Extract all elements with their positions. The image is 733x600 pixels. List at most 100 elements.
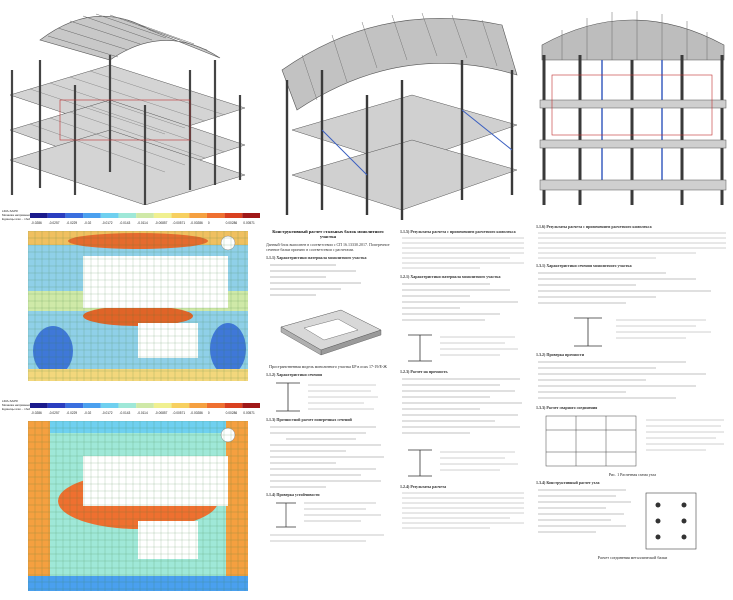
scale-label: 0 xyxy=(208,411,210,415)
scale-label: -0.0257 xyxy=(49,411,60,415)
scale-label: -0.0172 xyxy=(102,411,113,415)
scale-label: -0.00571 xyxy=(173,411,186,415)
structural-frame-left xyxy=(9,13,246,205)
structural-frame-right xyxy=(539,11,727,205)
scale-swatch xyxy=(206,403,225,408)
color-scale-bottom: -0.0286-0.0257-0.0229-0.02-0.0172-0.0143… xyxy=(30,403,260,415)
scale-label: -0.00857 xyxy=(155,411,168,415)
scale-swatch xyxy=(206,213,225,218)
render-3d-right xyxy=(532,0,733,220)
fe-stress-plot-top: LIRA-SAPR Мозаика напряжений Единицы изм… xyxy=(0,205,262,395)
i-beam-section xyxy=(408,334,518,362)
formula-block xyxy=(270,264,361,296)
text-block xyxy=(402,237,524,269)
fe-legend-bottom: LIRA-SAPR Мозаика напряжений Единицы изм… xyxy=(2,399,32,411)
doc-section-heading: 1.2.4) Результаты расчета xyxy=(400,484,447,489)
scale-swatch xyxy=(136,213,154,218)
scale-label: 0.00286 xyxy=(226,221,238,225)
doc-section-heading: 1.3.3) Расчет сварного соединения xyxy=(536,405,598,410)
figure-caption: Расчет соединения металлической балки xyxy=(597,555,668,560)
scale-swatch xyxy=(30,403,48,408)
scale-swatch xyxy=(224,213,243,218)
formula-block xyxy=(270,502,384,542)
scale-label: -0.0229 xyxy=(66,221,77,225)
color-scale-top: -0.0286 -0.0257 -0.0229 -0.02 -0.0172 -0.0143… xyxy=(30,213,260,225)
scale-swatch xyxy=(100,213,119,218)
doc-section-heading: 1.1.6) Результаты расчета с применением … xyxy=(536,224,652,229)
calc-document-right: 1.1.6) Результаты расчета с применением … xyxy=(532,220,733,600)
scale-label: -0.02 xyxy=(84,411,91,415)
fe-mesh-top xyxy=(28,231,248,381)
scale-label: 0.00571 xyxy=(243,221,255,225)
scale-swatch xyxy=(224,403,243,408)
i-beam-section xyxy=(276,382,378,412)
scale-label: -0.00286 xyxy=(190,411,203,415)
scale-swatch xyxy=(118,403,137,408)
formula-block xyxy=(270,426,384,488)
doc-section-heading: 1.1.5) Результаты расчета с применением … xyxy=(400,229,516,234)
scale-label: -0.00571 xyxy=(173,221,186,225)
scale-label: -0.0114 xyxy=(137,221,148,225)
formula-block xyxy=(538,361,706,399)
fe-legend-top: LIRA-SAPR Мозаика напряжений Единицы изм… xyxy=(2,209,32,221)
legend-line: LIRA-SAPR xyxy=(2,399,18,403)
i-beam-section xyxy=(574,317,711,347)
legend-line: Единицы изм. - т/м2 xyxy=(2,217,31,221)
scale-label: -0.0172 xyxy=(102,221,113,225)
scale-label: -0.0143 xyxy=(119,411,130,415)
scale-swatch xyxy=(136,403,154,408)
calc-document-middle: Конструктивный расчет стальных балок мон… xyxy=(262,225,530,600)
scale-label: 0 xyxy=(208,221,210,225)
scale-label: -0.0257 xyxy=(49,221,60,225)
legend-line: LIRA-SAPR xyxy=(2,209,18,213)
scale-label: -0.0114 xyxy=(137,411,148,415)
scale-label: -0.0286 xyxy=(31,411,42,415)
doc-section-heading: 1.3.4) Конструктивный расчет узла xyxy=(536,480,600,485)
doc-section-heading: 1.1.3) Прочностной расчет поперечных сеч… xyxy=(266,417,352,422)
scale-swatch xyxy=(189,403,207,408)
doc-section-heading: 1.1.1) Характеристики материала монолитн… xyxy=(266,255,367,260)
formula-block xyxy=(402,378,522,434)
plate-3d-figure xyxy=(280,309,382,356)
scale-swatch xyxy=(242,403,260,408)
connection-drawing xyxy=(545,415,724,467)
render-3d-middle xyxy=(262,0,532,225)
legend-line: Мозаика напряжений xyxy=(2,213,32,217)
text-block xyxy=(402,492,524,529)
scale-swatch xyxy=(153,213,172,218)
text-block xyxy=(538,232,726,259)
doc-section-heading: 1.2.1) Характеристики материала монолитн… xyxy=(400,274,501,279)
scale-swatch xyxy=(30,213,48,218)
scale-label: -0.0286 xyxy=(31,221,42,225)
figure-caption: Пространственная модель монолитного учас… xyxy=(269,364,387,369)
formula-block xyxy=(402,283,518,321)
fe-stress-plot-bottom: LIRA-SAPR Мозаика напряжений Единицы изм… xyxy=(0,395,262,600)
legend-line: Мозаика напряжений xyxy=(2,403,32,407)
i-beam-section xyxy=(408,449,518,477)
doc-section-heading: 1.2.3) Расчет на прочность xyxy=(400,369,448,374)
figure-caption: Рис. 1 Расчетная схема узла xyxy=(608,472,657,477)
scale-label: -0.02 xyxy=(84,221,91,225)
scale-swatch xyxy=(47,403,66,408)
scale-swatch xyxy=(65,213,84,218)
scale-swatch xyxy=(171,403,190,408)
bolt-group-drawing xyxy=(538,489,697,550)
scale-swatch xyxy=(83,403,101,408)
legend-line: Единицы изм. - т/м2 xyxy=(2,407,31,411)
render-3d-left xyxy=(0,0,262,205)
formula-block xyxy=(538,272,711,304)
scale-label: -0.00857 xyxy=(155,221,168,225)
doc-section-heading: 1.3.2) Проверка прочности xyxy=(536,352,585,357)
doc-section-heading: 1.1.4) Проверка устойчивости xyxy=(266,492,320,497)
scale-swatch xyxy=(100,403,119,408)
fe-mesh-bottom xyxy=(28,421,248,591)
doc-section-heading: 1.3.1) Характеристики сечения монолитног… xyxy=(536,263,632,268)
doc-paragraph: Данный блок выполнен в соответствии с СП… xyxy=(266,242,391,252)
scale-label: -0.0143 xyxy=(119,221,130,225)
scale-label: 0.00286 xyxy=(226,411,238,415)
scale-swatch xyxy=(65,403,84,408)
scale-swatch xyxy=(83,213,101,218)
structural-frame-middle xyxy=(281,12,518,220)
scale-swatch xyxy=(47,213,66,218)
scale-label: 0.00571 xyxy=(243,411,255,415)
